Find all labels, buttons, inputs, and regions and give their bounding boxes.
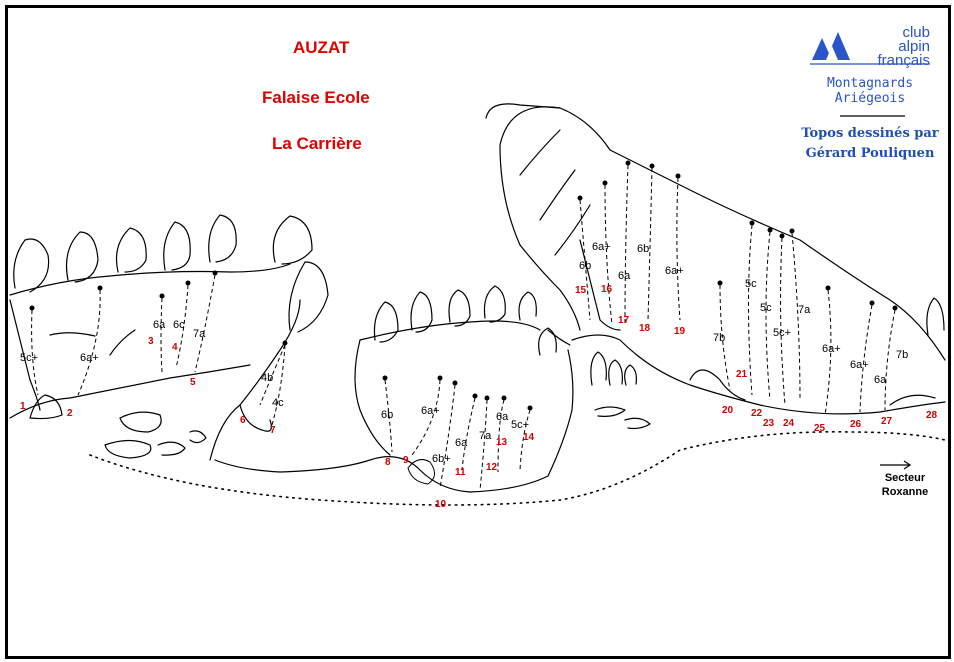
grade-label: 5c+ [773,327,792,339]
grade-label: 6c [173,319,185,331]
grade-label: 6a+ [822,343,841,355]
credit-line-2: Gérard Pouliquen [805,146,935,161]
route-number: 19 [674,326,686,337]
grade-label: 6a+ [80,352,99,364]
club-word-3: français [877,52,930,69]
route-number: 22 [751,408,763,419]
grade-label: 6a [455,437,468,449]
topo-frame [5,5,951,659]
route-number: 7 [270,425,276,436]
route-number: 5 [190,377,196,388]
grade-label: 6b [381,409,394,421]
grade-label: 6a [496,411,509,423]
route-number: 2 [67,408,73,419]
grade-label: 4b [261,372,274,384]
direction-line-1: Secteur [884,472,926,484]
route-number: 15 [575,285,587,296]
grade-label: 6a+ [665,265,684,277]
route-number: 27 [881,416,893,427]
route-number: 21 [736,369,748,380]
club-name: club alpin français [850,24,930,69]
grade-label: 6a+ [850,359,869,371]
grade-label: 6a+ [421,405,440,417]
club-word-2: alpin [898,38,930,55]
club-section-line-2: Ariégeois [834,91,906,106]
cliff-base-right [571,334,946,415]
arrow-right-icon [880,460,912,470]
route-number: 25 [814,423,826,434]
route-number: 20 [722,405,734,416]
cliff-top-middle [359,320,541,341]
grade-label: 5c+ [20,352,39,364]
grade-label: 5c [745,278,757,290]
grade-label: 5c [760,302,772,314]
direction-line-2: Roxanne [881,486,929,498]
grade-label: 7a [798,304,811,316]
cliff-top-right [499,106,946,361]
credit-line-1: Topos dessinés par [801,126,939,141]
grade-label: 6a [618,270,631,282]
grade-label: 7b [713,332,726,344]
route-number: 11 [455,467,466,478]
grade-label: 5c+ [511,419,530,431]
route-number: 16 [601,284,613,295]
grade-label: 6a [153,319,166,331]
club-section-line-1: Montagnards [826,76,914,91]
route-number: 12 [486,462,498,473]
route-number: 6 [240,415,246,426]
route-number: 23 [763,418,775,429]
grade-label: 4c [272,397,284,409]
direction-label: Secteur Roxanne [872,471,938,499]
grade-label: 7a [193,328,206,340]
route-number: 14 [523,432,535,443]
route-number: 9 [403,455,409,466]
route-number: 10 [435,499,447,510]
route-number: 28 [926,410,938,421]
crag-subtitle: Falaise Ecole [262,88,370,107]
sector-name: La Carrière [272,134,362,153]
grade-label: 6a+ [592,241,611,253]
grade-label: 7a [479,430,492,442]
grade-label: 6b [579,260,592,272]
route-number: 17 [618,315,630,326]
club-section: Montagnards Ariégeois [806,76,934,106]
route-number: 18 [639,323,651,334]
grade-label: 6b [637,243,650,255]
route-number: 8 [385,457,391,468]
crag-name: AUZAT [293,38,350,57]
cliff-base-left [9,364,251,419]
cliff-top-left [9,263,291,296]
club-word-1: club [902,24,930,41]
grade-label: 7b [896,349,909,361]
cliff-base-middle [214,349,574,493]
grade-label: 6b+ [432,453,451,465]
route-number: 4 [172,342,178,353]
club-alpin-logo-icon [810,32,930,117]
route-number: 3 [148,336,154,347]
route-number: 1 [20,401,26,412]
grade-label: 6a [874,374,887,386]
route-number: 13 [496,437,508,448]
route-number: 24 [783,418,795,429]
route-number: 26 [850,419,862,430]
author-credit: Topos dessinés par Gérard Pouliquen [800,124,940,164]
